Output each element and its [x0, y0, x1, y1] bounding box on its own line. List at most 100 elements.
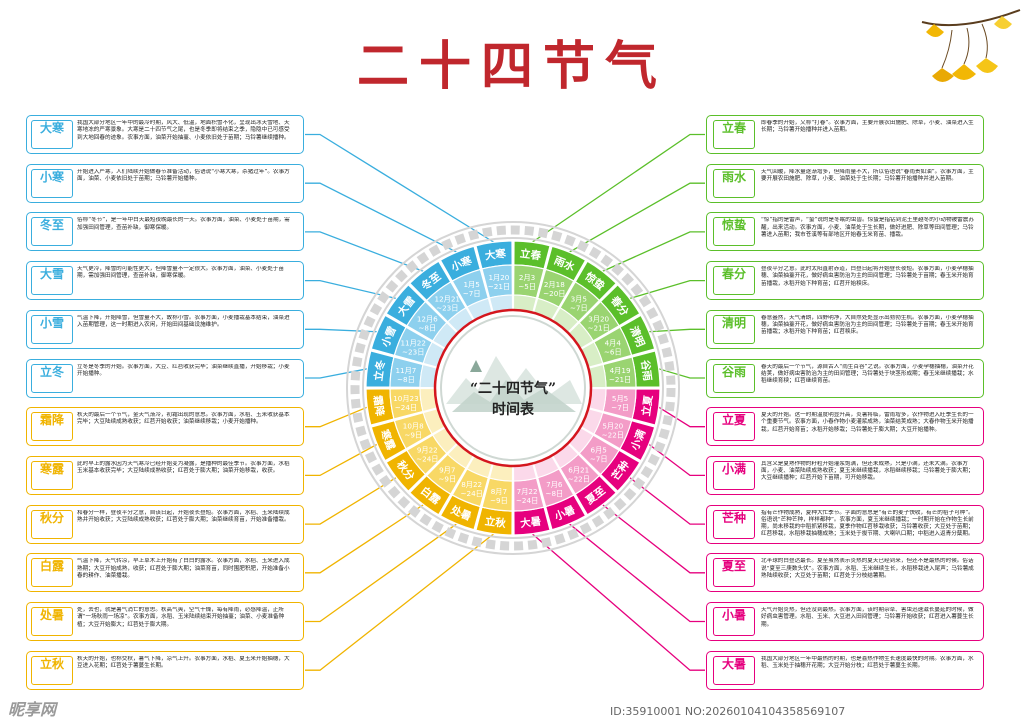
center-disc: “二十四节气” 时间表 — [440, 315, 586, 461]
term-card-description: 我国大部分地区一年中的最冷时期，风大、低温，地面积雪不化，呈现出冰天雪地、天寒地… — [77, 120, 290, 141]
ginkgo-branch-decoration — [921, 9, 1021, 82]
ring-date-label: 4月4~6日 — [604, 339, 622, 357]
ring-date-label: 3月5~7日 — [570, 294, 588, 312]
term-card-description: 天气开始炎热，但还没到最热。农事方面，该时期杂草、害虫迅速滋长蔓延的时候，做好病… — [761, 607, 974, 628]
term-card: 霜降秋天的最后一个节气，金天气渐冷，初霜出现的意思。农事方面，水稻、玉米收获基本… — [26, 407, 304, 447]
term-card: 立秋秋天的开始，也称交秋，暑气下降，凉气上升。农事方面，水稻、夏玉米开始抽穗，大… — [26, 650, 304, 690]
term-connector-line — [305, 533, 495, 671]
term-card-description: 开始进入严寒，人们陆续开始做春节准备活动，俗语说“小寒大寒，杀猪过年”。农事方面… — [77, 168, 290, 182]
ring-date-label: 7月22~24日 — [516, 487, 538, 505]
term-card-description: 俗称“冬节”，是一年中白天最短夜晚最长的一天。农事方面，油菜、小麦处于苗期，需加… — [77, 217, 290, 231]
term-card: 大寒我国大部分地区一年中的最冷时期，风大、低温，地面积雪不化，呈现出冰天雪地、天… — [26, 115, 304, 154]
ring-term-label: 立夏 — [640, 394, 656, 417]
ring-date-label: 1月5~7日 — [463, 280, 481, 298]
term-card-description: 指有芒作物成熟，夏种大忙季节。字面的意思是“有芒的麦子快收，有芒的稻子可种”。俗… — [761, 509, 974, 538]
term-card-description: 即春季的开始，又称“打春”。农事方面，主要开展农田施肥、除草，小麦、油菜进入生长… — [761, 120, 974, 134]
term-connector-line — [531, 133, 705, 243]
term-card-title: 立冬 — [31, 363, 73, 393]
ring-date-label: 11月7~8日 — [395, 366, 416, 384]
term-connector-line — [305, 523, 458, 623]
term-connector-line — [305, 504, 424, 574]
term-connector-line — [305, 279, 397, 300]
term-card-title: 小满 — [713, 460, 755, 490]
term-card-title: 处暑 — [31, 607, 73, 636]
ring-term-label: 大暑 — [519, 514, 542, 530]
term-connector-line — [648, 443, 705, 477]
term-card-title: 霜降 — [31, 412, 73, 442]
term-card-description: 昼夜平分之意。此时太阳直射赤道，白昼日起将开始昼长夜短。农事方面，小麦孕穗抽穗、… — [761, 266, 974, 287]
term-connector-line — [648, 328, 705, 333]
term-card: 芒种指有芒作物成熟，夏种大忙季节。字面的意思是“有芒的麦子快收，有芒的稻子可种”… — [706, 504, 984, 544]
term-card-title: 立夏 — [713, 412, 755, 442]
term-card-title: 春分 — [713, 266, 755, 296]
meander-border — [346, 221, 680, 555]
term-card: 立春即春季的开始，又称“打春”。农事方面，主要开展农田施肥、除草，小麦、油菜进入… — [706, 115, 984, 154]
term-connector-line — [629, 476, 705, 525]
term-card-title: 小寒 — [31, 168, 73, 198]
term-card-title: 大寒 — [31, 120, 73, 149]
term-card-description: 我国大部分地区一年中最热的时期，也是喜热作物生长速度最快的时期。农事方面，水稻、… — [761, 655, 974, 669]
term-card-title: 小雪 — [31, 314, 73, 344]
term-card-description: 夏天的开始。这一时期温度明显升高，炎暑将临，雷雨增多，农作物进入旺季生长的一个重… — [761, 412, 974, 433]
term-card-description: 和春分一样，昼夜平分之意，自该日起，开始夜长昼短。农事方面，水稻、玉米陆续成熟并… — [77, 509, 290, 523]
term-card-title: 雨水 — [713, 168, 755, 198]
ring-term-label: 立春 — [519, 247, 542, 263]
term-card-title: 秋分 — [31, 509, 73, 539]
term-card-description: 天气更冷，降雪的可能性更大，但降雪量不一定很大。农事方面，油菜、小麦处于苗期，需… — [77, 266, 284, 280]
term-card-title: 白露 — [31, 558, 73, 588]
term-card-title: 大雪 — [31, 266, 73, 296]
term-card: 雨水天气回暖，降水量逐渐增多，但降雨量不大，所以俗语说“春雨贵如油”。农事方面，… — [706, 163, 984, 203]
term-card: 大暑我国大部分地区一年中最热的时期，也是喜热作物生长速度最快的时期。农事方面，水… — [706, 650, 984, 690]
ring-date-label: 8月22~24日 — [460, 480, 482, 498]
term-card: 立冬立冬是冬季的开始。农事方面，大豆、红苕收获完毕；油菜继续直播，开始移栽；小麦… — [26, 358, 304, 398]
ring-date-label: 10月23~24日 — [393, 394, 418, 412]
ring-date-label: 6月5~7日 — [590, 446, 608, 464]
term-connector-line — [305, 231, 424, 272]
term-card: 处暑处，去也，就是暑气消亡的意思。秋高气爽，空气干燥，每有降雨，必感降温，正所谓… — [26, 602, 304, 641]
term-connector-line — [305, 406, 368, 428]
term-connector-line — [658, 368, 705, 379]
term-card-description: 其含义是夏熟作物的籽粒开始灌浆饱满，但还未成熟，只是小满，还未大满。农事方面，小… — [761, 460, 974, 482]
ring-date-label: 4月19~21日 — [609, 366, 631, 384]
ring-date-label: 2月3~5日 — [518, 273, 536, 291]
term-card-title: 惊蛰 — [713, 217, 755, 247]
term-card-description: 此时早上的露水因为天气寒冷已经开始变为凝露，是播种的最佳季节。农事方面，水稻玉米… — [77, 460, 290, 475]
term-connector-line — [602, 231, 705, 272]
term-card-description: 北半球的白昼达最长。夏至虽然表示炎热的夏天已经到来，但还不是最热的时候。俗话说“… — [761, 558, 974, 579]
term-card: 白露气温下降，天气转凉，早上草木上开始有了白白的露水。农事方面，水稻、玉米进入成… — [26, 553, 304, 593]
term-card: 大雪天气更冷，降雪的可能性更大，但降雪量不一定很大。农事方面，油菜、小麦处于苗期… — [26, 261, 304, 301]
ring-date-label: 3月20~21日 — [588, 314, 610, 332]
connector-lines — [305, 133, 705, 671]
ring-date-label: 8月7~9日 — [490, 487, 508, 505]
term-card: 小暑天气开始炎热，但还没到最热。农事方面，该时期杂草、害虫迅速滋长蔓延的时候，做… — [706, 602, 984, 641]
term-card-description: “惊”指的是雷声，“蛰”说的是冬眠的虫兽。惊蛰是指钻到泥土里越冬的小动物被雷震苏… — [761, 217, 974, 238]
term-connector-line — [305, 133, 495, 243]
ring-date-label: 9月7~9日 — [438, 466, 456, 484]
term-card-description: 春天的最后一个节气，源自古人“雨生百谷”之说。农事方面，小麦孕穗抽穗，油菜开花结… — [761, 363, 974, 385]
term-card-title: 冬至 — [31, 217, 73, 247]
term-card: 小寒开始进入严寒，人们陆续开始做春节准备活动，俗语说“小寒大寒，杀猪过年”。农事… — [26, 163, 304, 203]
term-connector-line — [531, 533, 705, 671]
ring-date-label: 10月8~9日 — [403, 421, 424, 439]
term-card-title: 小暑 — [713, 607, 755, 636]
ring-date-label: 5月20~22日 — [602, 421, 624, 439]
term-card-description: 处，去也，就是暑气消亡的意思。秋高气爽，空气干燥，每有降雨，必感降温，正所谓“一… — [77, 607, 285, 628]
term-card: 惊蛰 “惊”指的是雷声，“蛰”说的是冬眠的虫兽。惊蛰是指钻到泥土里越冬的小动物被雷… — [706, 212, 984, 252]
term-connector-line — [568, 182, 705, 253]
term-card-description: 秋天的最后一个节气，金天气渐冷，初霜出现的意思。农事方面，水稻、玉米收获基本完毕… — [77, 412, 290, 426]
term-connector-line — [305, 443, 378, 477]
ring-term-label: 大寒 — [484, 247, 507, 263]
ring-term-label: 谷雨 — [639, 359, 655, 382]
term-card-description: 气温下降，开始降雪，但雪量不大，故称小雪。农事方面，小麦播栽基本结束，油菜进入苗… — [77, 314, 290, 329]
term-connector-line — [305, 182, 458, 253]
ring-date-label: 7月6~8日 — [545, 480, 563, 498]
term-connector-line — [602, 504, 705, 574]
ring-date-label: 5月5~7日 — [611, 394, 629, 412]
term-card-title: 夏至 — [713, 558, 755, 588]
season-rings: 立春2月3~5日雨水2月18~20日惊蛰3月5~7日春分3月20~21日清明4月… — [365, 240, 661, 536]
term-card-description: 立冬是冬季的开始。农事方面，大豆、红苕收获完毕；油菜继续直播，开始移栽；小麦开始… — [77, 363, 290, 377]
term-card-title: 大暑 — [713, 655, 755, 685]
ring-term-label: 立秋 — [484, 515, 507, 531]
term-card: 清明春意盎然，天气清朗，四野明净，大自然处处显示出勃勃生机。农事方面，小麦孕穗抽… — [706, 309, 984, 349]
